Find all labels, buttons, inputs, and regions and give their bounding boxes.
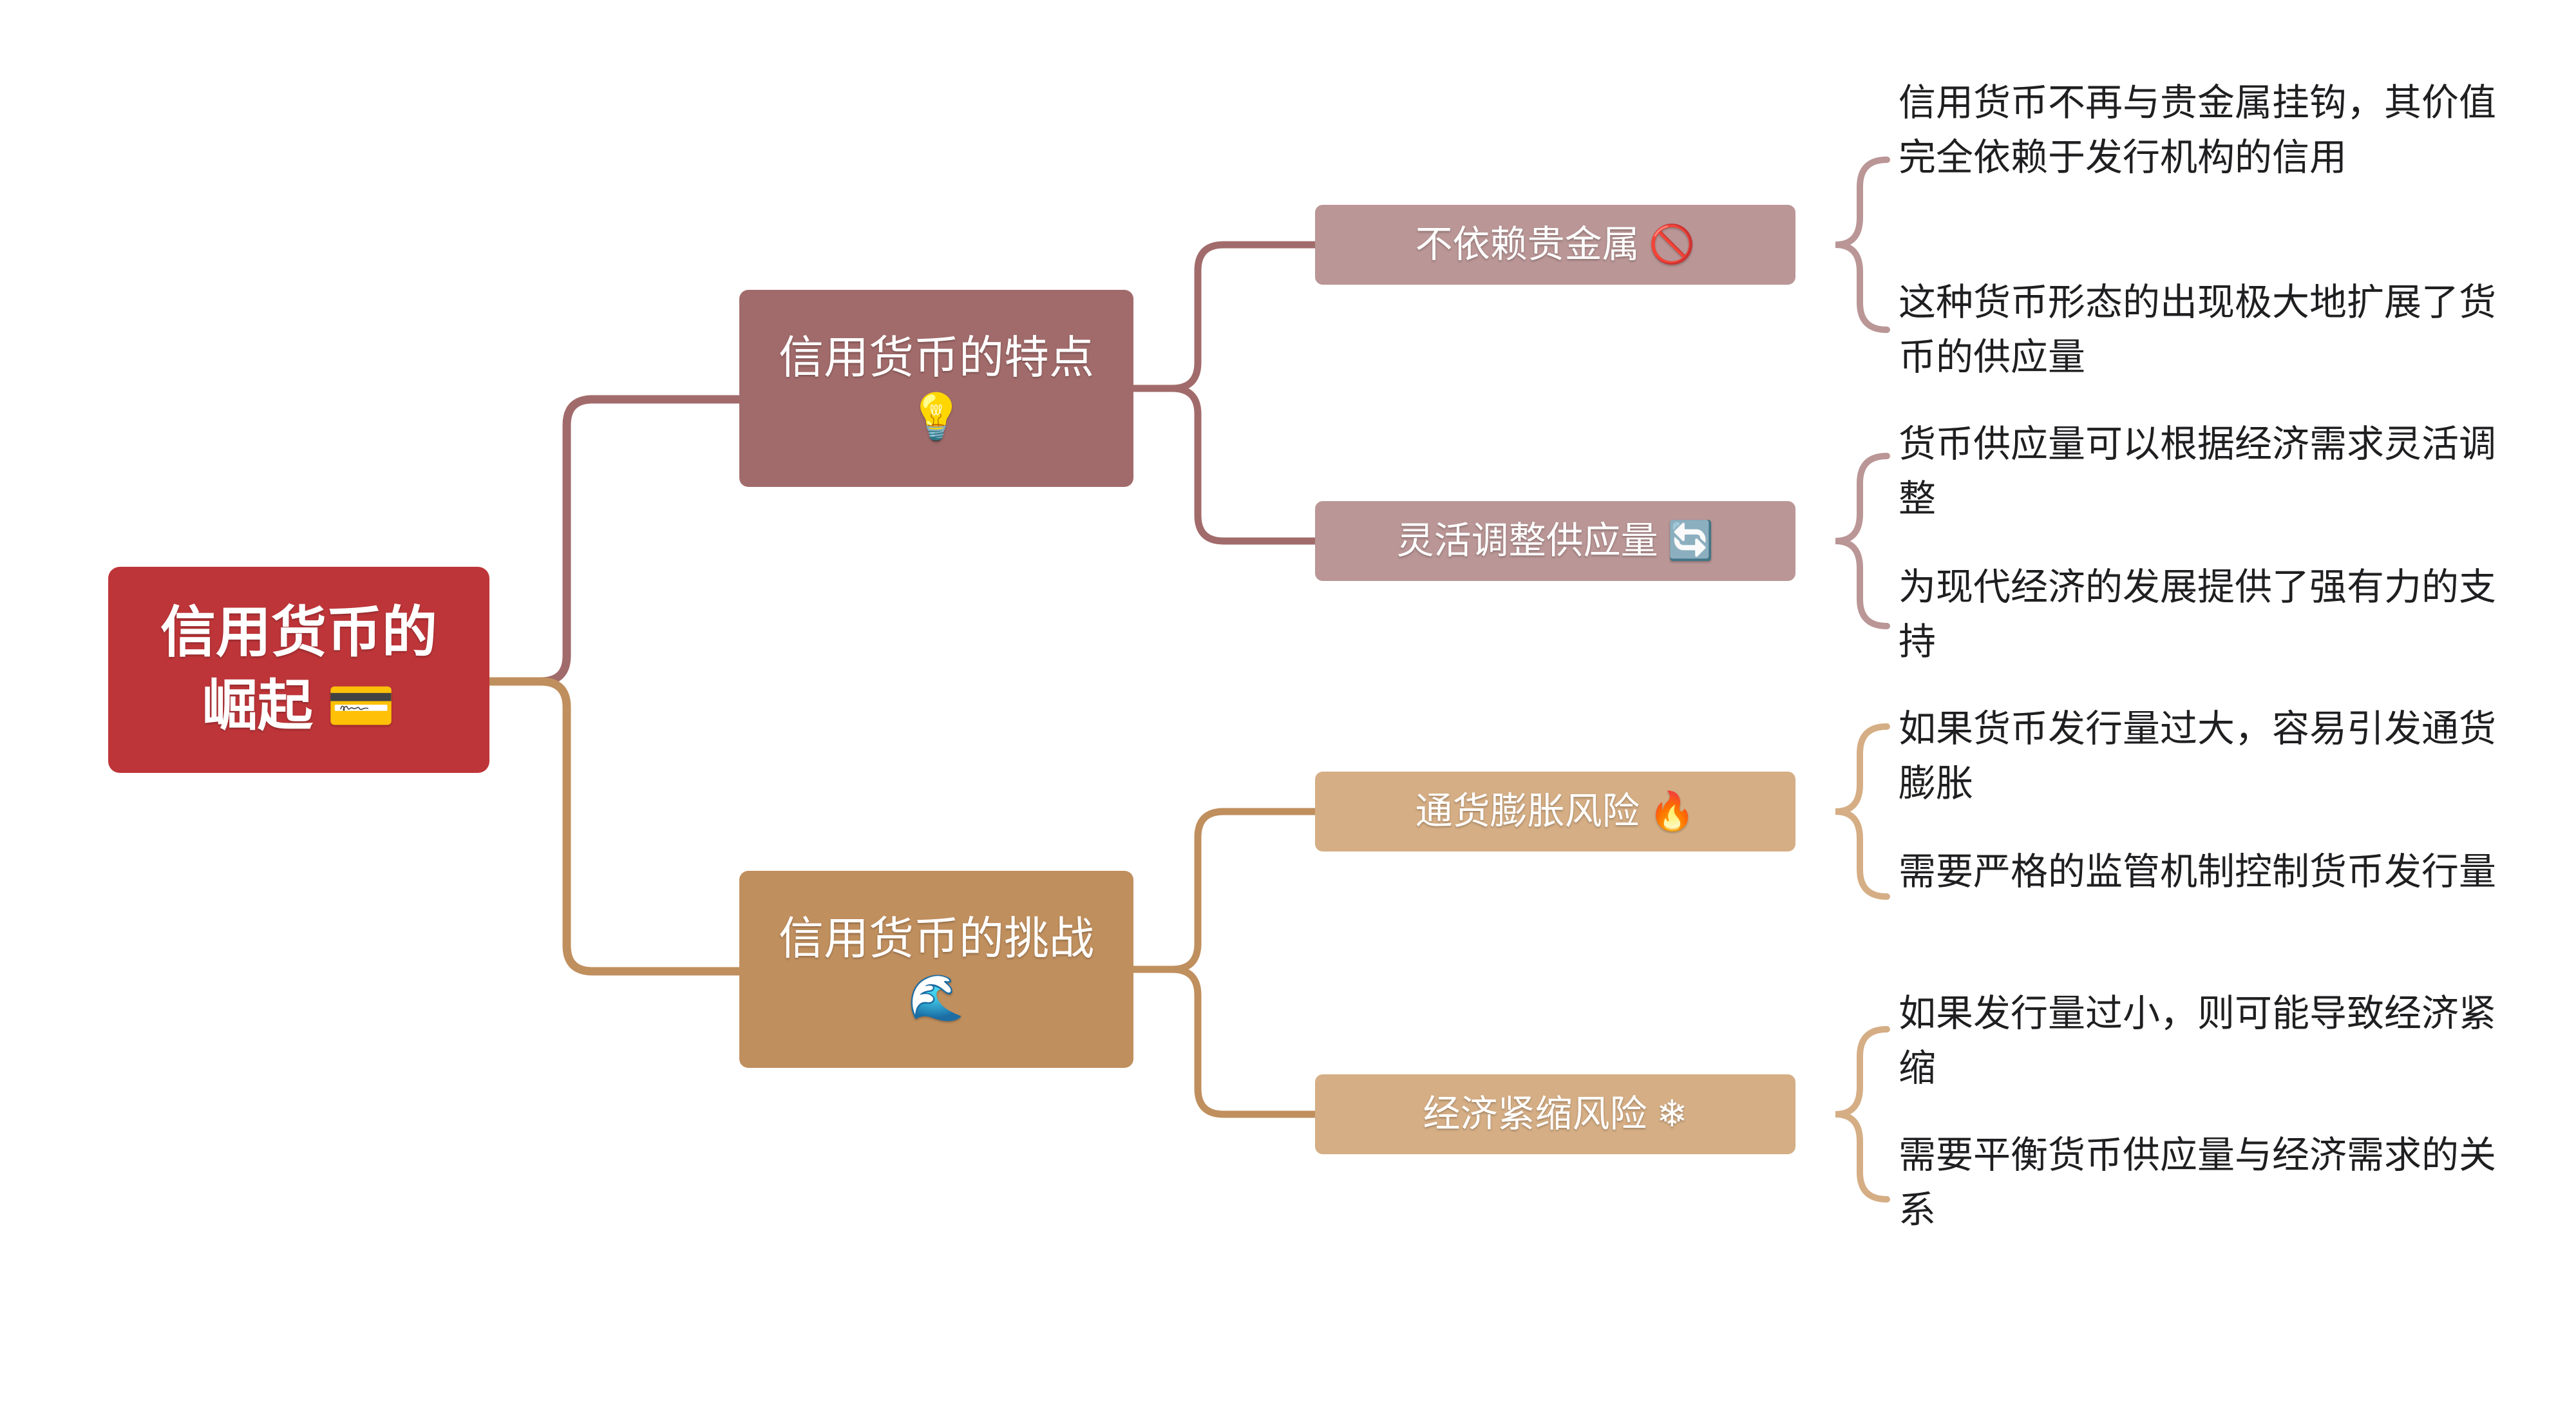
topic-node-inflation-label: 通货膨胀风险 🔥 <box>1415 790 1696 832</box>
root-node[interactable]: 信用货币的崛起 💳 <box>108 567 489 773</box>
branch-node-challenges-label: 信用货币的挑战 🌊 <box>779 914 1094 1023</box>
brace-deflation <box>1835 1026 1890 1203</box>
branch-node-challenges[interactable]: 信用货币的挑战 🌊 <box>739 871 1133 1068</box>
topic-node-flex-supply[interactable]: 灵活调整供应量 🔄 <box>1315 501 1795 581</box>
leaf-note: 需要平衡货币供应量与经济需求的关系 <box>1899 1134 2497 1231</box>
topic-node-no-metal-label: 不依赖贵金属 🚫 <box>1415 223 1696 265</box>
brace-no-metal <box>1835 157 1890 333</box>
leaf-note: 如果发行量过小，则可能导致经济紧缩 <box>1899 993 2497 1089</box>
topic-node-no-metal[interactable]: 不依赖贵金属 🚫 <box>1315 205 1795 285</box>
brace-flex-supply <box>1835 453 1890 629</box>
leaf-note: 如果货币发行量过大，容易引发通货膨胀 <box>1899 708 2497 804</box>
leaf-note: 为现代经济的发展提供了强有力的支持 <box>1899 566 2497 663</box>
connector-challenges-to-deflation <box>1130 965 1319 1118</box>
leaf-note: 这种货币形态的出现极大地扩展了货币的供应量 <box>1899 281 2497 378</box>
branch-node-features-label: 信用货币的特点 💡 <box>779 333 1094 442</box>
connector-root-to-features <box>485 395 744 686</box>
leaf-note: 需要严格的监管机制控制货币发行量 <box>1899 851 2497 893</box>
connector-challenges-to-inflation <box>1130 808 1319 973</box>
leaf-note: 信用货币不再与贵金属挂钩，其价值完全依赖于发行机构的信用 <box>1899 82 2497 178</box>
connector-features-to-flex-supply <box>1130 385 1319 545</box>
connector-root-to-challenges <box>485 677 744 976</box>
leaf-note: 货币供应量可以根据经济需求灵活调整 <box>1899 423 2497 520</box>
root-node-label: 信用货币的崛起 💳 <box>160 602 437 737</box>
connector-features-to-no-metal <box>1130 241 1319 392</box>
topic-node-deflation[interactable]: 经济紧缩风险 ❄ <box>1315 1074 1795 1154</box>
topic-node-flex-supply-label: 灵活调整供应量 🔄 <box>1396 519 1714 562</box>
topic-node-deflation-label: 经济紧缩风险 ❄ <box>1423 1092 1688 1135</box>
branch-node-features[interactable]: 信用货币的特点 💡 <box>739 290 1133 487</box>
topic-node-inflation[interactable]: 通货膨胀风险 🔥 <box>1315 772 1795 851</box>
brace-inflation <box>1835 723 1890 900</box>
